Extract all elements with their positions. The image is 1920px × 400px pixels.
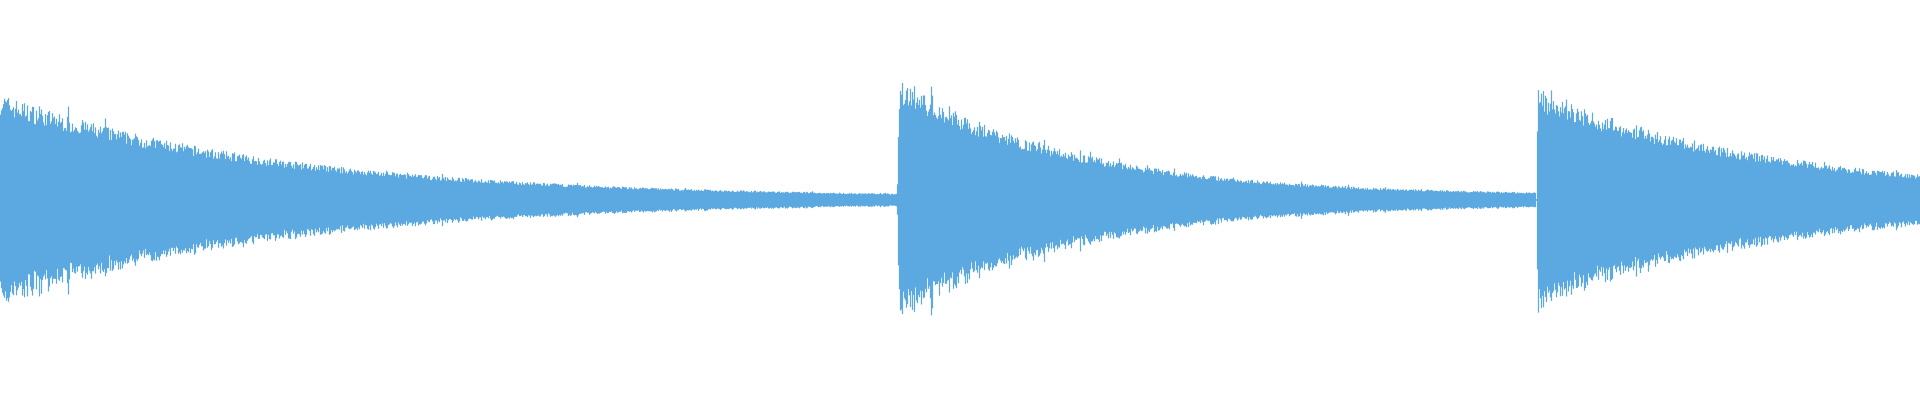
waveform-peaks xyxy=(0,83,1920,316)
waveform-path xyxy=(0,83,1920,316)
